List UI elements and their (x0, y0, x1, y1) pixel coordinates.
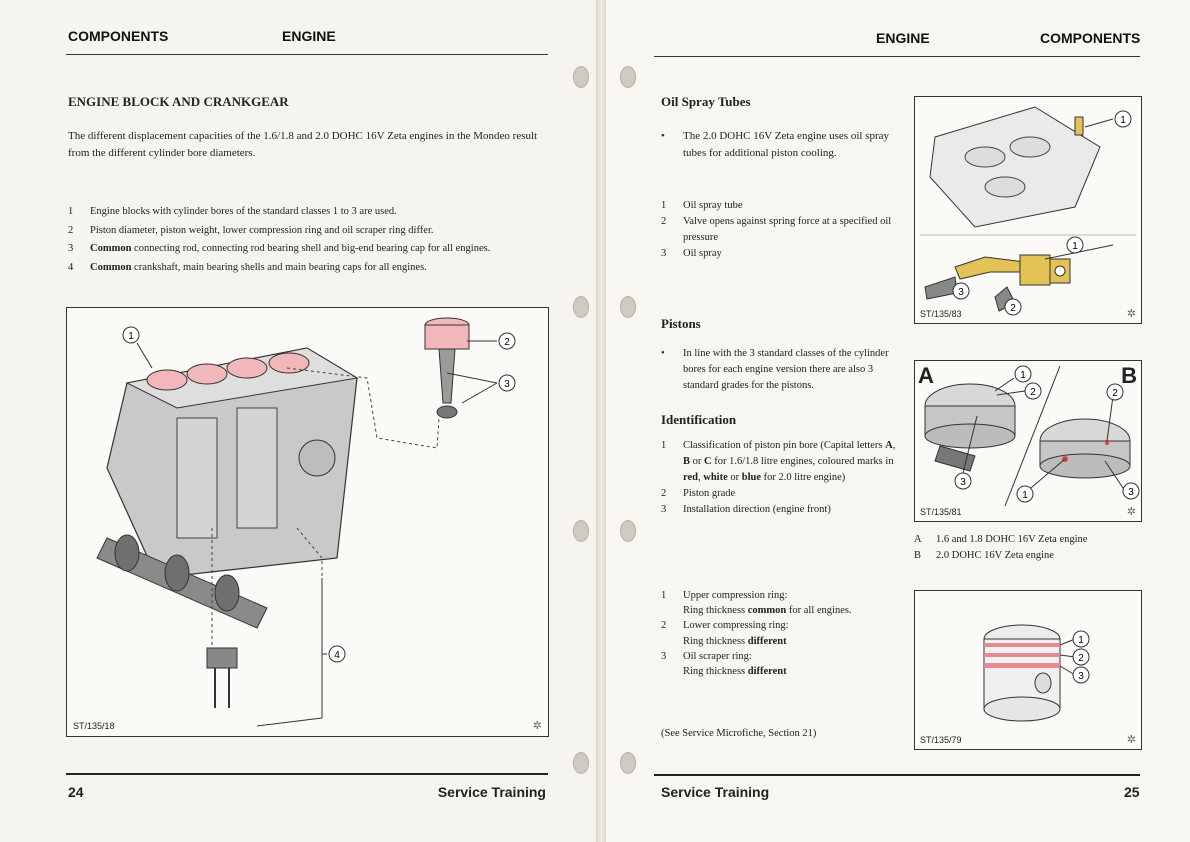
footer-rule-right (654, 774, 1140, 776)
callout-2: 2 (1112, 388, 1118, 399)
footer-brand-left: Service Training (437, 784, 546, 800)
piston-identification-figure: 1 2 3 2 1 3 A B ST/135/81 ✲ (914, 360, 1142, 522)
header-rule-left (66, 54, 548, 55)
callout-3: 3 (1128, 487, 1134, 498)
callout-3: 3 (958, 287, 964, 298)
right-page: ENGINE COMPONENTS Oil Spray Tubes •The 2… (606, 0, 1190, 842)
intro-paragraph: The different displacement capacities of… (68, 130, 538, 159)
ford-logo-icon: ✲ (1126, 734, 1136, 746)
piston-rings-illustration: 1 2 3 (983, 624, 1090, 722)
microfiche-reference: (See Service Microfiche, Section 21) (661, 728, 817, 739)
book-gutter (596, 0, 606, 842)
ford-logo-icon: ✲ (532, 720, 542, 732)
pistons-bullet: •In line with the 3 standard classes of … (661, 348, 889, 391)
left-page: COMPONENTS ENGINE ENGINE BLOCK AND CRANK… (66, 28, 589, 800)
section-title: ENGINE BLOCK AND CRANKGEAR (68, 94, 289, 109)
callout-2: 2 (504, 337, 510, 348)
engine-block-figure: 1 2 3 4 ST/135/18 ✲ (66, 307, 549, 737)
callout-3: 3 (504, 379, 510, 390)
header-topic-right: ENGINE (876, 30, 930, 46)
callout-1: 1 (1022, 490, 1028, 501)
figure-code: ST/135/81 (920, 507, 962, 517)
ford-logo-icon: ✲ (1126, 308, 1136, 320)
figure-code: ST/135/83 (920, 309, 962, 319)
callout-1: 1 (1072, 241, 1078, 252)
list-item: 1 Classification of piston pin bore (Cap… (661, 440, 896, 483)
callout-2: 2 (1030, 387, 1036, 398)
oil-spray-figure: 1 1 2 3 ST/135/83 ✲ (914, 96, 1142, 324)
ford-logo-icon: ✲ (1126, 506, 1136, 518)
engine-block-illustration: 1 2 3 4 (96, 317, 516, 727)
header-rule-right (654, 56, 1140, 57)
callout-1: 1 (1020, 370, 1026, 381)
callout-3: 3 (960, 477, 966, 488)
callout-3: 3 (1078, 671, 1084, 682)
header-topic-left: ENGINE (282, 28, 336, 44)
piston-identification-illustration: 1 2 3 2 1 3 (924, 365, 1140, 507)
header-section-right: COMPONENTS (1040, 30, 1141, 46)
piston-rings-figure: 1 2 3 ST/135/79 ✲ (914, 590, 1142, 750)
figure-code: ST/135/79 (920, 735, 962, 745)
figure-label-b: B (1121, 363, 1137, 388)
callout-1: 1 (1120, 115, 1126, 126)
footer-rule-left (66, 773, 548, 775)
oil-spray-title: Oil Spray Tubes (661, 94, 751, 109)
callout-4: 4 (334, 650, 340, 661)
oil-spray-bullet: •The 2.0 DOHC 16V Zeta engine uses oil s… (661, 130, 890, 159)
footer-brand-right: Service Training (661, 784, 770, 800)
oil-spray-illustration: 1 1 2 3 (920, 106, 1136, 316)
page-number-right: 25 (1124, 784, 1140, 800)
header-section-left: COMPONENTS (68, 28, 169, 44)
callout-2: 2 (1010, 303, 1016, 314)
pistons-title: Pistons (661, 316, 701, 331)
figure-label-a: A (918, 363, 934, 388)
callout-1: 1 (1078, 635, 1084, 646)
identification-title: Identification (661, 412, 737, 427)
callout-1: 1 (128, 331, 134, 342)
identification-items: 1 Classification of piston pin bore (Cap… (661, 438, 901, 518)
figure-code: ST/135/18 (73, 721, 115, 731)
page-number-left: 24 (68, 784, 84, 800)
callout-2: 2 (1078, 653, 1084, 664)
